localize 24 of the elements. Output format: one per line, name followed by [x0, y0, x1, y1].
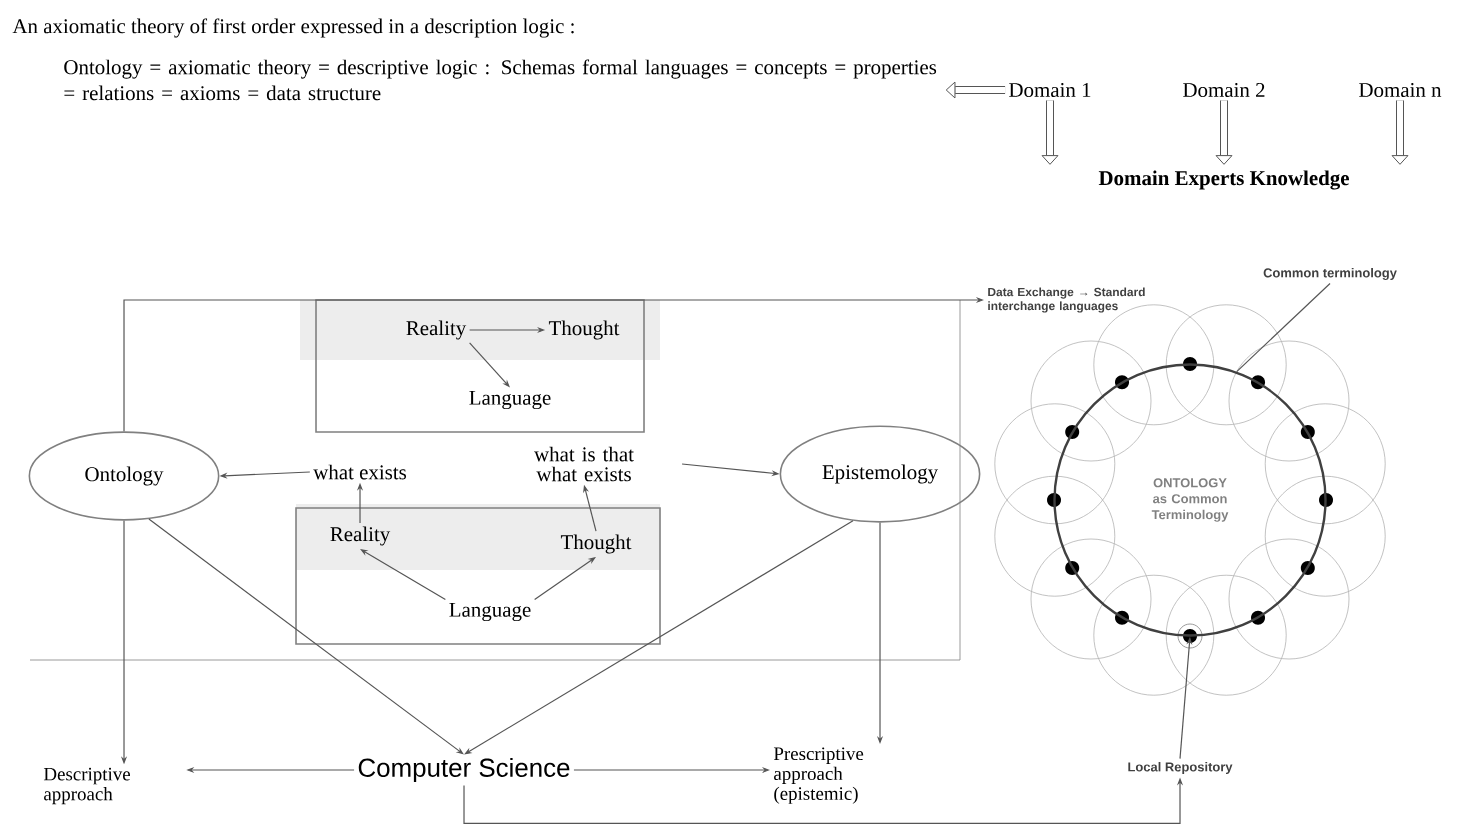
arrow	[464, 520, 854, 755]
domain-label: Domain 2	[1183, 83, 1265, 98]
field-label: Computer Science	[358, 757, 570, 783]
approach-label: Prescriptive approach (epistemic)	[773, 747, 864, 804]
concept-label: Reality	[330, 526, 391, 546]
concept-label: Thought	[560, 534, 632, 554]
knowledge-label: Domain Experts Knowledge	[1098, 170, 1349, 190]
arrow	[945, 81, 1006, 99]
domain-label: Domain n	[1359, 83, 1442, 98]
definition-text: Ontology = axiomatic theory = descriptive logic : Schemas formal languages = concepts = properties = relations = axioms = data structure	[64, 59, 937, 101]
arrow	[148, 518, 464, 755]
arrow	[1041, 100, 1059, 165]
relation-label: what is that what exists	[534, 446, 634, 482]
approach-label: Descriptive approach	[43, 767, 130, 805]
concept-label: Language	[469, 390, 551, 410]
concept-label: Reality	[406, 320, 467, 340]
arrow	[1215, 100, 1233, 165]
concept-label: Language	[449, 602, 531, 622]
title-text: An axiomatic theory of first order expressed in a description logic :	[12, 18, 574, 38]
relation-label: what exists	[313, 464, 407, 480]
arrow	[1391, 100, 1409, 165]
concept-label: Thought	[548, 320, 620, 340]
leader-line	[1236, 282, 1331, 373]
domain-label: Domain 1	[1009, 83, 1091, 98]
